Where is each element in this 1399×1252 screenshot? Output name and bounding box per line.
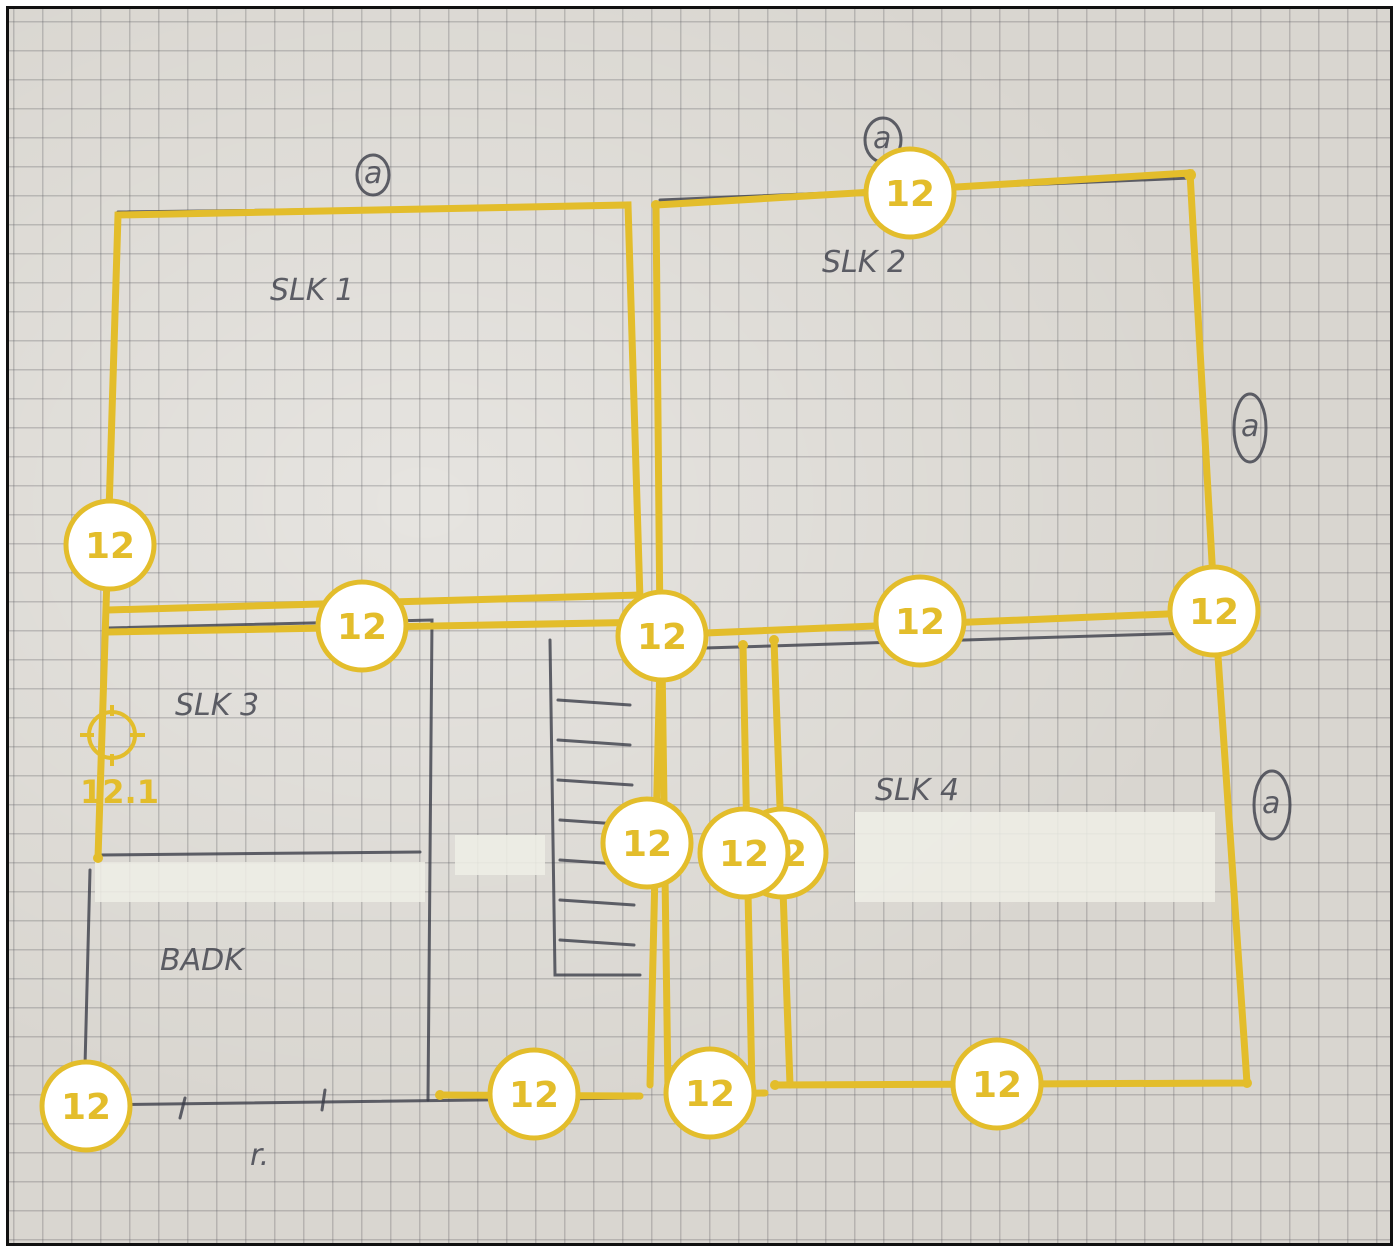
dimension-badge[interactable]: 12 (39, 1059, 133, 1153)
room-label-slk4: SLK 4 (875, 773, 959, 808)
wall-segment[interactable] (104, 201, 644, 604)
dimension-badge[interactable]: 12 (697, 806, 791, 900)
crosshair-icon[interactable] (80, 705, 145, 766)
svg-text:12: 12 (972, 1065, 1022, 1106)
svg-text:12: 12 (685, 1074, 735, 1115)
svg-text:12: 12 (1189, 592, 1239, 633)
sketch-line (98, 850, 422, 857)
dimension-badge[interactable]: 12 (63, 498, 157, 592)
wall-segment[interactable] (652, 201, 664, 634)
svg-text:12: 12 (719, 834, 769, 875)
svg-text:12: 12 (637, 617, 687, 658)
dimension-badge[interactable]: 12 (487, 1047, 581, 1141)
dimension-badge[interactable]: 12 (1167, 564, 1261, 658)
dimension-badge[interactable]: 12 (873, 574, 967, 668)
dimension-badge[interactable]: 12 (950, 1037, 1044, 1131)
sketch-line (703, 630, 1227, 650)
dimension-badge[interactable]: 12 (615, 589, 709, 683)
svg-text:12: 12 (337, 607, 387, 648)
svg-text:a: a (1241, 409, 1259, 444)
sketch-line (106, 618, 434, 1102)
dimension-badge[interactable]: 12 (863, 146, 957, 240)
dimension-badge[interactable]: 12 (600, 796, 694, 890)
dimension-badges[interactable]: 12 12 12 12 12 12 12 12 (39, 146, 1261, 1153)
svg-text:a: a (364, 156, 382, 191)
svg-text:12: 12 (85, 526, 135, 567)
dimension-badge[interactable]: 12 (663, 1046, 757, 1140)
svg-text:12: 12 (61, 1087, 111, 1128)
sketch-ticks (178, 1088, 327, 1120)
stair-outline (548, 638, 642, 977)
cursor-length-readout: 12.1 (80, 773, 159, 811)
svg-text:12: 12 (509, 1075, 559, 1116)
sketch-line (116, 204, 642, 602)
svg-text:a: a (1262, 786, 1280, 821)
svg-text:12: 12 (622, 824, 672, 865)
svg-text:a: a (873, 121, 891, 156)
svg-text:12: 12 (895, 602, 945, 643)
tape-strip (95, 862, 425, 902)
tape-strip (855, 812, 1215, 902)
tape-strip (455, 835, 545, 875)
wall-segment[interactable] (94, 541, 112, 862)
room-label-slk2: SLK 2 (822, 245, 906, 280)
circled-mark: a (1252, 769, 1292, 841)
room-label-badk: BADK (160, 943, 246, 978)
wall-segment[interactable] (652, 169, 1219, 619)
dimension-badge[interactable]: 12 (315, 579, 409, 673)
room-label-slk3: SLK 3 (175, 688, 259, 723)
circled-mark: a (355, 153, 391, 197)
circled-mark: a (1232, 392, 1268, 464)
svg-text:12: 12 (885, 174, 935, 215)
room-label-slk1: SLK 1 (270, 273, 354, 308)
sketch-mark: r. (250, 1138, 269, 1173)
stair-steps (556, 698, 636, 947)
